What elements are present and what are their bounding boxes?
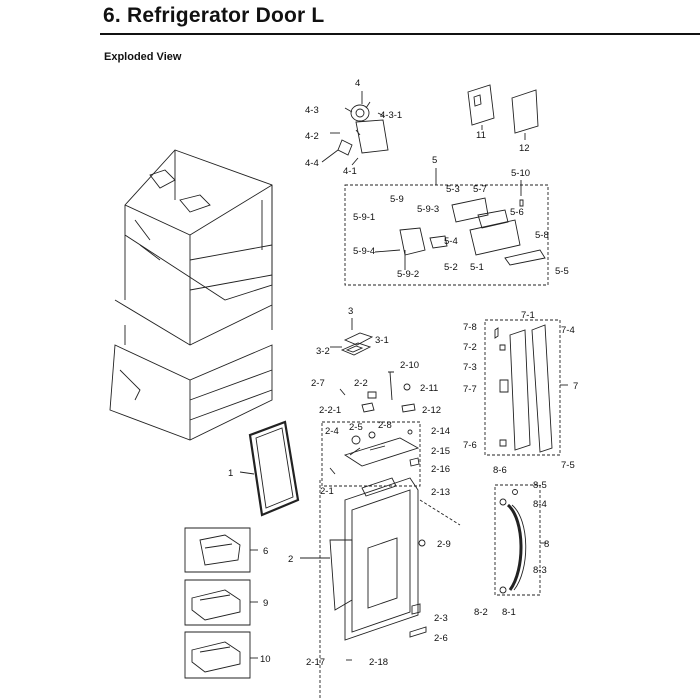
- label-2-14: 2-14: [431, 426, 450, 437]
- label-2-4: 2-4: [325, 426, 339, 437]
- label-8: 8: [544, 539, 549, 550]
- label-2-1: 2-1: [320, 486, 334, 497]
- part-3-pieces: [330, 318, 374, 356]
- label-8-4: 8-4: [533, 499, 547, 510]
- part-number-labels: 4 4-3 4-3-1 4-2 4-4 4-1 11 12 5 5-3 5-7 …: [228, 78, 578, 668]
- label-5-2: 5-2: [444, 262, 458, 273]
- label-2-10: 2-10: [400, 360, 419, 371]
- label-7-7: 7-7: [463, 384, 477, 395]
- label-4-1: 4-1: [343, 166, 357, 177]
- label-3-2: 3-2: [316, 346, 330, 357]
- part-12-plate: [511, 89, 539, 140]
- label-2: 2: [288, 554, 293, 565]
- label-2-9: 2-9: [437, 539, 451, 550]
- label-2-15: 2-15: [431, 446, 450, 457]
- label-4-2: 4-2: [305, 131, 319, 142]
- label-3: 3: [348, 306, 353, 317]
- label-5-8: 5-8: [535, 230, 549, 241]
- part-7-group: [484, 319, 568, 456]
- label-5-5: 5-5: [555, 266, 569, 277]
- label-12: 12: [519, 143, 530, 154]
- label-7-1: 7-1: [521, 310, 535, 321]
- label-5-10: 5-10: [511, 168, 530, 179]
- label-5: 5: [432, 155, 437, 166]
- part-1-gasket: [239, 420, 300, 517]
- label-2-16: 2-16: [431, 464, 450, 475]
- label-3-1: 3-1: [375, 335, 389, 346]
- label-7-4: 7-4: [561, 325, 575, 336]
- label-7-5: 7-5: [561, 460, 575, 471]
- label-5-9-1: 5-9-1: [353, 212, 375, 223]
- part-6-bin: [184, 527, 258, 573]
- label-2-5: 2-5: [349, 422, 363, 433]
- label-2-6: 2-6: [434, 633, 448, 644]
- part-5-group: [344, 168, 549, 286]
- label-2-8: 2-8: [378, 420, 392, 431]
- label-8-5: 8-5: [533, 480, 547, 491]
- label-5-9-2: 5-9-2: [397, 269, 419, 280]
- label-5-9: 5-9: [390, 194, 404, 205]
- refrigerator-cabinet: [109, 149, 273, 441]
- label-5-6: 5-6: [510, 207, 524, 218]
- label-4-3: 4-3: [305, 105, 319, 116]
- page-title: 6. Refrigerator Door L: [103, 4, 325, 27]
- label-2-2-1: 2-2-1: [319, 405, 341, 416]
- label-9: 9: [263, 598, 268, 609]
- part-4-dispenser-assembly: [321, 91, 389, 166]
- exploded-view-heading: Exploded View: [104, 51, 182, 63]
- label-8-3: 8-3: [533, 565, 547, 576]
- label-4-3-1: 4-3-1: [380, 110, 402, 121]
- label-4-4: 4-4: [305, 158, 319, 169]
- label-7-2: 7-2: [463, 342, 477, 353]
- label-7: 7: [573, 381, 578, 392]
- label-5-9-3: 5-9-3: [417, 204, 439, 215]
- part-8-handle: [494, 484, 546, 596]
- label-2-2: 2-2: [354, 378, 368, 389]
- label-2-13: 2-13: [431, 487, 450, 498]
- label-5-9-4: 5-9-4: [353, 246, 375, 257]
- label-7-6: 7-6: [463, 440, 477, 451]
- title-rule: [100, 33, 700, 35]
- part-10-bin: [184, 631, 258, 679]
- label-5-3: 5-3: [446, 184, 460, 195]
- label-2-18: 2-18: [369, 657, 388, 668]
- label-8-1: 8-1: [502, 607, 516, 618]
- label-8-2: 8-2: [474, 607, 488, 618]
- label-8-6: 8-6: [493, 465, 507, 476]
- label-4: 4: [355, 78, 360, 89]
- label-2-7: 2-7: [311, 378, 325, 389]
- label-1: 1: [228, 468, 233, 479]
- label-5-4: 5-4: [444, 236, 458, 247]
- label-7-8: 7-8: [463, 322, 477, 333]
- label-2-3: 2-3: [434, 613, 448, 624]
- label-5-1: 5-1: [470, 262, 484, 273]
- label-5-7: 5-7: [473, 184, 487, 195]
- label-2-11: 2-11: [420, 383, 438, 394]
- part-2-components: [321, 371, 421, 487]
- label-10: 10: [260, 654, 271, 665]
- label-2-17: 2-17: [306, 657, 325, 668]
- label-11: 11: [476, 130, 486, 141]
- part-9-bin: [184, 579, 258, 626]
- label-6: 6: [263, 546, 268, 557]
- label-7-3: 7-3: [463, 362, 477, 373]
- part-11-cover: [467, 84, 495, 130]
- door-panel: [300, 477, 461, 700]
- label-2-12: 2-12: [422, 405, 441, 416]
